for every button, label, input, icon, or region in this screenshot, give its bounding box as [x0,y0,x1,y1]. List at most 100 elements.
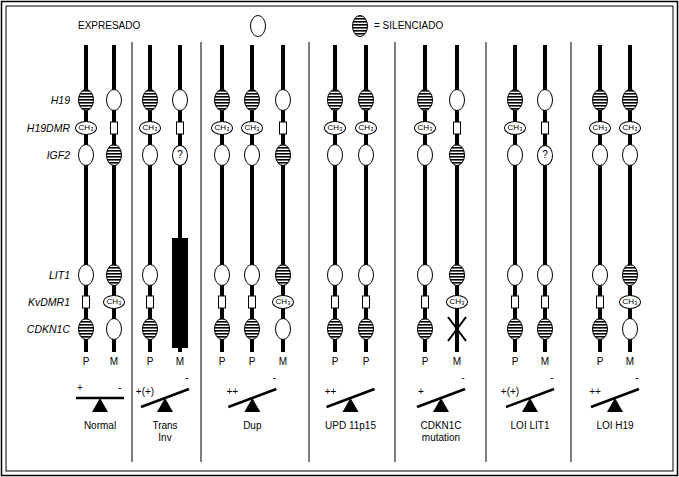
methyl-text: CH₃ [328,124,343,132]
parent-letter: M [626,356,634,368]
legend-text: = SILENCIADO [374,20,443,31]
gene-name-text: H19DMR [27,122,70,134]
panel-name-text: Normal [84,420,116,431]
methyl-group: CH₃ [446,295,469,309]
dosage-sign: - [550,372,553,384]
panel-name: LOI H19 [596,420,633,432]
dosage-sign: + [77,382,83,394]
expressed-allele [143,145,158,166]
parent-letter-text: P [219,356,226,367]
parent-letter-text: P [83,356,90,367]
expressed-allele [79,145,94,166]
dosage-sign-text: ++ [226,386,238,397]
parent-letter: M [541,356,549,368]
methyl-text: CH₃ [107,298,122,306]
methyl-group: CH₃ [241,121,264,135]
expressed-allele [538,265,553,286]
methyl-text: CH₃ [593,124,608,132]
dosage-sign: - [273,372,276,384]
methyl-text: CH₃ [623,298,638,306]
parent-letter: P [422,356,429,368]
expressed-allele [538,90,553,111]
parent-letter-text: P [597,356,604,367]
dosage-sign-text: - [461,372,464,383]
silenced-allele [508,319,523,340]
inverted-segment [172,238,188,348]
dosage-sign: - [461,372,464,384]
parent-letter: P [219,356,226,368]
silenced-allele [328,90,343,111]
panel-name-text: LOI H19 [596,420,633,431]
silenced-allele [215,90,230,111]
expressed-allele [245,265,260,286]
dosage-sign: ++ [226,386,238,398]
parent-letter-text: P [332,356,339,367]
expressed-allele [215,145,230,166]
panel-name: UPD 11p15 [325,420,376,432]
panel-name: Trans Inv [147,420,183,443]
balance-fulcrum [244,398,260,412]
expressed-allele [623,319,638,340]
parent-letter: P [249,356,256,368]
silenced-allele [538,319,553,340]
silenced-allele [593,319,608,340]
silenced-allele [328,319,343,340]
dosage-sign: + [418,386,424,398]
parent-letter: P [83,356,90,368]
gene-name: CDKN1C [27,323,70,336]
dosage-sign-text: ++ [325,386,337,397]
expressed-swatch [251,16,266,37]
parent-letter: M [279,356,287,368]
expressed-allele [359,145,374,166]
legend-entry: = SILENCIADO [374,20,443,32]
gene-name: KvDMR1 [28,296,70,309]
parent-letter-text: P [363,356,370,367]
panel-name-text: UPD 11p15 [325,420,376,431]
expressed-allele [418,265,433,286]
panel-divider [395,42,396,462]
expressed-allele [359,265,374,286]
chromosome-group [86,45,630,352]
expressed-allele [245,145,260,166]
methyl-group: CH₃ [103,295,126,309]
dosage-sign-text: + [418,386,424,397]
methyl-group: CH₃ [355,121,378,135]
silenced-allele [418,319,433,340]
gene-group [79,90,638,349]
balance-fulcrum [157,398,173,412]
silenced-allele [276,265,291,286]
dosage-sign-text: - [118,382,121,393]
panel-divider [486,42,487,462]
unmethylated-dmr [83,296,90,308]
unmethylated-dmr [219,296,226,308]
expressed-allele [173,90,188,111]
panel-name-text: LOI LIT1 [511,420,550,431]
silenced-allele [418,90,433,111]
gene-name-text: H19 [51,94,70,106]
expressed-allele [508,265,523,286]
dosage-sign: - [635,372,638,384]
dosage-sign: - [185,372,188,384]
unmethylated-dmr [147,296,154,308]
methyl-text: CH₃ [79,124,94,132]
unmethylated-dmr [542,296,549,308]
gene-name: IGF2 [47,149,70,162]
unknown-allele: ? [172,145,188,166]
parent-letter-text: P [147,356,154,367]
methyl-text: CH₃ [508,124,523,132]
expressed-allele [418,145,433,166]
dosage-sign: +(+) [501,386,519,398]
parent-letter: M [176,356,184,368]
expressed-allele [107,319,122,340]
silenced-allele [450,145,465,166]
parent-letter-text: M [541,356,549,367]
legend-entry: EXPRESADO [78,20,140,32]
silenced-allele [143,319,158,340]
silenced-allele [79,319,94,340]
parent-letter: P [512,356,519,368]
expressed-allele [276,90,291,111]
question-mark: ? [542,150,548,160]
silenced-allele [143,90,158,111]
